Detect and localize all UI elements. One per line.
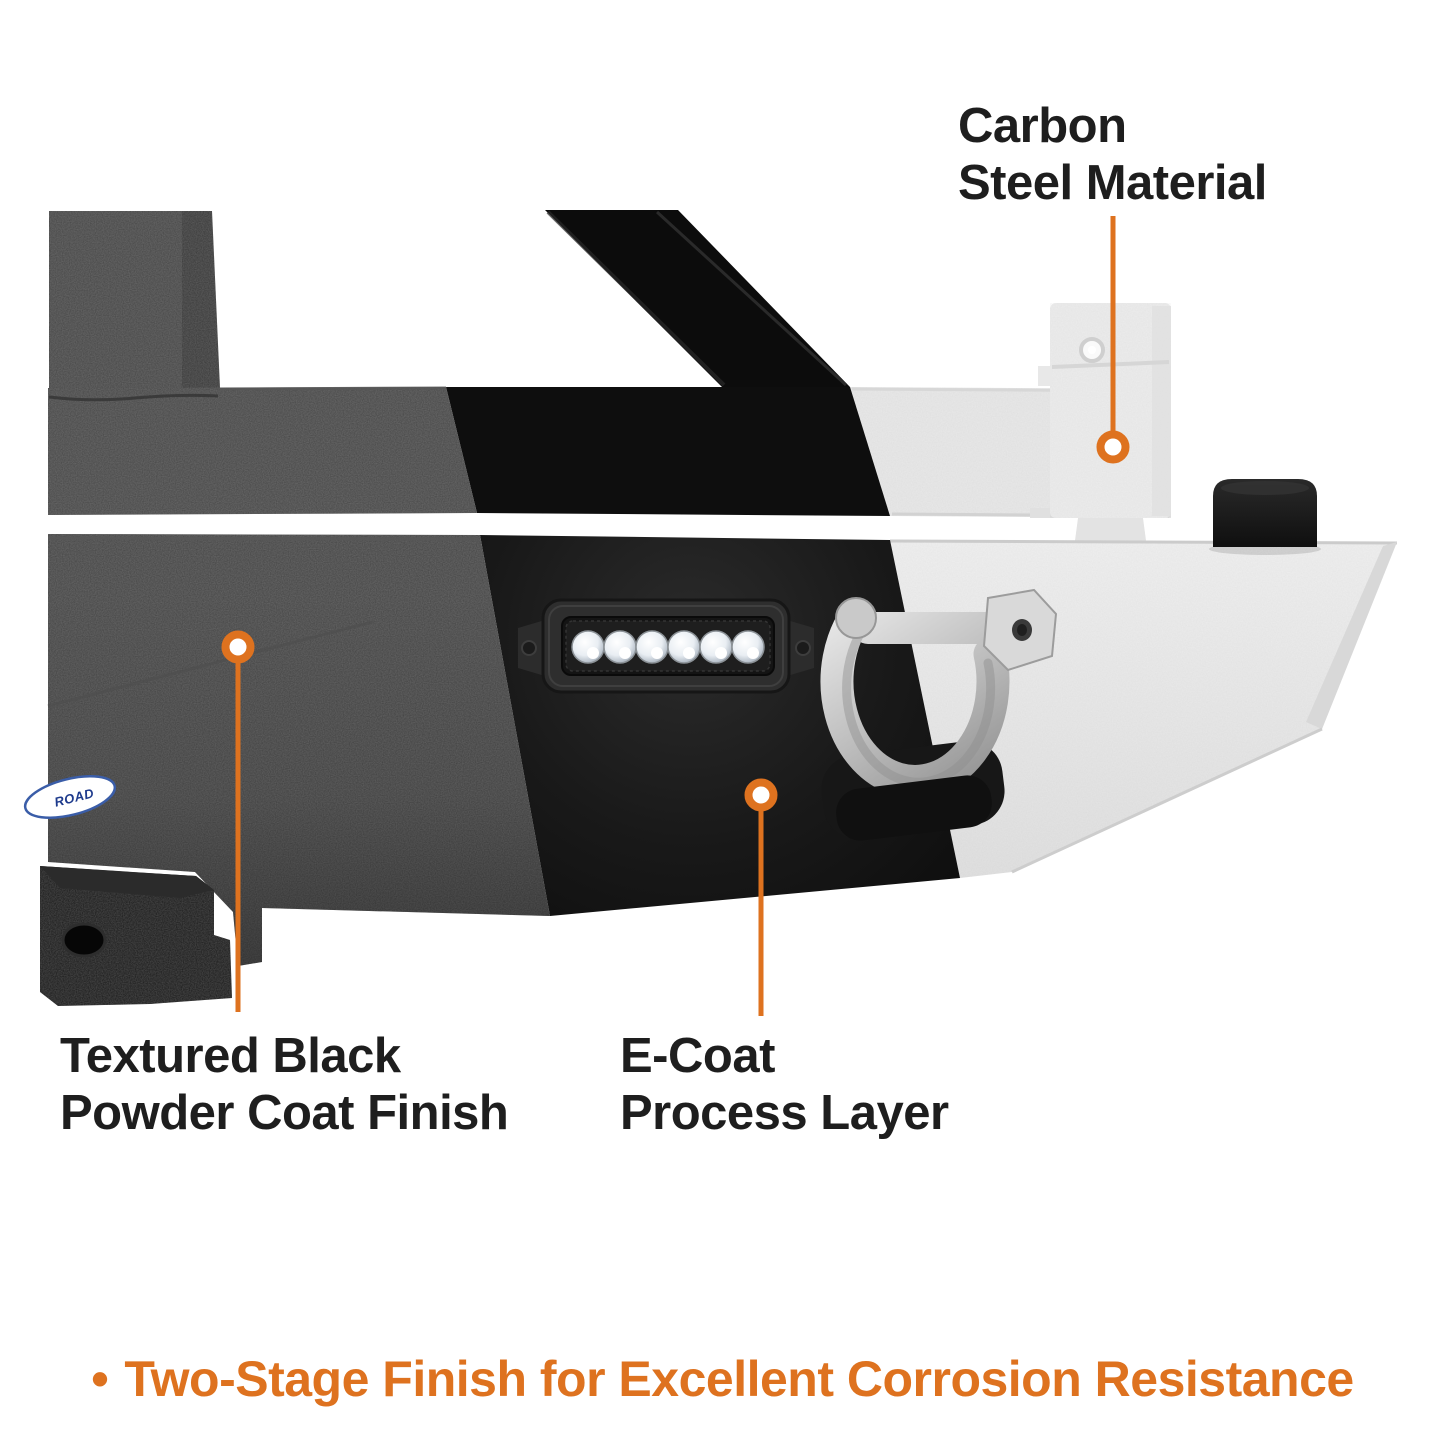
callout-ecoat: E-Coat Process Layer [620,1028,949,1142]
callout-markers [221,216,1130,1016]
hitch-receiver [40,866,232,1006]
brand-badge: ROAD [23,775,117,819]
hitch-pin-hole [61,922,107,958]
face-facet-line [47,620,373,708]
shackle-pin [852,612,1002,644]
led-elements [571,630,765,664]
textured-section [47,211,550,966]
d-ring-shackle [820,588,1058,841]
callout-textured-line2: Powder Coat Finish [60,1086,509,1140]
footer-tagline: • Two-Stage Finish for Excellent Corrosio… [0,1350,1445,1408]
bump-stop-cap [1209,479,1321,555]
ecoat-face [480,535,960,916]
isolator-front-lip [836,775,992,841]
weld-seam [48,393,219,402]
mount-screw-icon [521,640,537,656]
callout-ecoat-line1: E-Coat [620,1029,775,1083]
carbon-steel-marker-icon [1096,430,1130,464]
callout-carbon-line1: Carbon [958,99,1127,153]
callout-textured-black: Textured Black Powder Coat Finish [60,1028,509,1142]
ecoat-marker-icon [744,778,778,812]
callout-carbon-line2: Steel Material [958,156,1267,210]
callout-carbon-steel: Carbon Steel Material [958,98,1267,212]
bumper-strut [545,210,850,387]
tire-carrier-post [1038,303,1171,550]
mount-screw-icon [795,640,811,656]
callout-ecoat-line2: Process Layer [620,1086,949,1140]
textured-black-marker-icon [221,630,255,664]
led-light-bar [518,598,814,694]
callout-textured-line1: Textured Black [60,1029,401,1083]
footer-text: Two-Stage Finish for Excellent Corrosion… [124,1351,1354,1407]
bullet-icon: • [91,1351,109,1407]
shackle-bow [820,599,1010,798]
